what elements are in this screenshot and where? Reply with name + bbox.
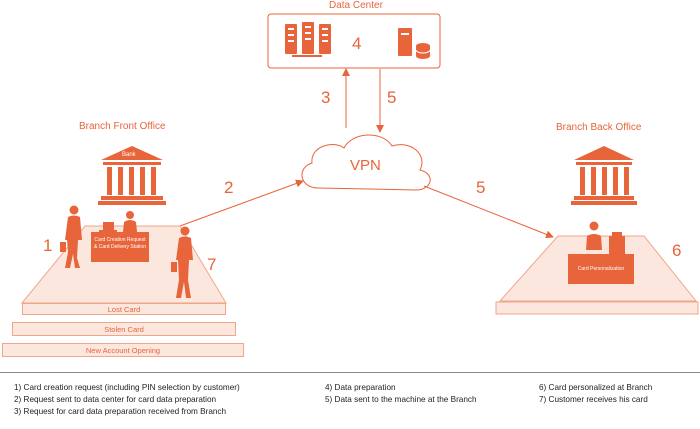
legend-item-1: 1) Card creation request (including PIN … xyxy=(14,383,240,392)
stair-new-account-opening: New Account Opening xyxy=(2,343,244,357)
arrow-2 xyxy=(179,179,304,227)
laptop-icon xyxy=(99,222,117,232)
bank-sign: Bank xyxy=(122,152,136,158)
person-icon xyxy=(60,205,82,268)
person-icon xyxy=(171,226,193,298)
data-center-title: Data Center xyxy=(329,0,383,11)
branch-back-office-title: Branch Back Office xyxy=(556,122,642,133)
back-desk-label: Card Personalization xyxy=(577,266,625,272)
back-office-base xyxy=(495,301,699,315)
step-number-5-top: 5 xyxy=(387,88,397,107)
arrow-5-right xyxy=(423,185,554,239)
bank-building-icon xyxy=(571,146,637,205)
legend-item-3: 3) Request for card data preparation rec… xyxy=(14,407,227,416)
card-printer-icon xyxy=(609,232,625,258)
step-number-1: 1 xyxy=(43,236,53,255)
back-desk xyxy=(568,254,634,284)
cloud-icon xyxy=(301,134,431,191)
legend-item-2: 2) Request sent to data center for card … xyxy=(14,395,217,404)
person-icon xyxy=(123,211,137,232)
vpn-label: VPN xyxy=(350,157,381,174)
branch-front-office-title: Branch Front Office xyxy=(79,121,166,132)
server-rack-icon xyxy=(285,22,331,57)
front-desk-line-2: & Card Delivery Station xyxy=(94,244,146,250)
step-number-6: 6 xyxy=(672,241,682,260)
step-number-4: 4 xyxy=(352,34,362,53)
legend-item-7: 7) Customer receives his card xyxy=(539,395,648,404)
legend-item-4: 4) Data preparation xyxy=(325,383,396,392)
step-number-3: 3 xyxy=(321,88,331,107)
front-desk-label: Card Creation Request & Card Delivery St… xyxy=(91,237,149,251)
step-number-2: 2 xyxy=(224,178,234,197)
stair-lost-card: Lost Card xyxy=(22,303,226,315)
step-number-5-right: 5 xyxy=(476,178,486,197)
legend: 1) Card creation request (including PIN … xyxy=(0,372,700,429)
database-icon xyxy=(398,28,431,59)
bank-building-icon xyxy=(98,146,166,205)
front-desk xyxy=(91,232,149,262)
person-icon xyxy=(586,221,602,250)
legend-item-5: 5) Data sent to the machine at the Branc… xyxy=(325,395,477,404)
front-desk-line-1: Card Creation Request xyxy=(94,237,146,243)
legend-item-6: 6) Card personalized at Branch xyxy=(539,383,653,392)
stair-stolen-card: Stolen Card xyxy=(12,322,236,336)
step-number-7: 7 xyxy=(207,255,217,274)
